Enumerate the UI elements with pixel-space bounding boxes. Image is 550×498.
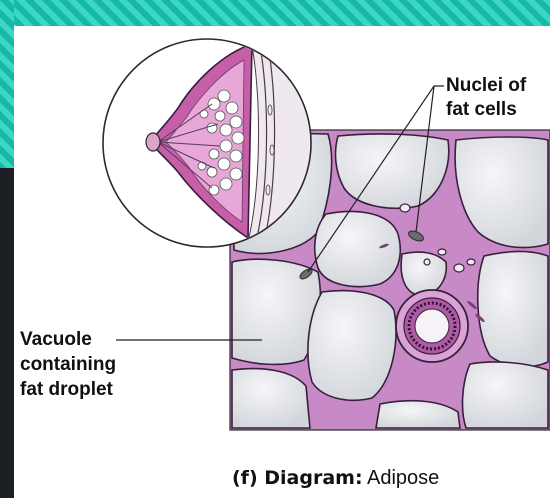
capillary bbox=[438, 249, 446, 255]
vacuole-label-line2: containing bbox=[20, 353, 116, 377]
caption-heading: (f) Diagram: bbox=[232, 467, 363, 489]
nipple bbox=[146, 133, 160, 151]
blood-vessel bbox=[396, 290, 468, 362]
capillary bbox=[467, 259, 475, 265]
capillary bbox=[400, 204, 410, 212]
fat-cell bbox=[308, 291, 396, 401]
vacuole-label-line3: fat droplet bbox=[20, 378, 113, 402]
capillary bbox=[424, 259, 430, 265]
vacuole-label-line1: Vacuole bbox=[20, 328, 92, 352]
capillary bbox=[454, 264, 464, 272]
nuclei-label-line2: fat cells bbox=[446, 98, 517, 122]
fat-cell bbox=[478, 252, 548, 367]
caption-text: Adipose bbox=[363, 467, 440, 489]
figure-caption: (f) Diagram: Adipose bbox=[232, 466, 439, 490]
fat-cell bbox=[336, 134, 449, 208]
nuclei-label-line1: Nuclei of bbox=[446, 74, 526, 98]
fat-cell bbox=[315, 211, 401, 286]
fat-cell bbox=[463, 362, 548, 428]
